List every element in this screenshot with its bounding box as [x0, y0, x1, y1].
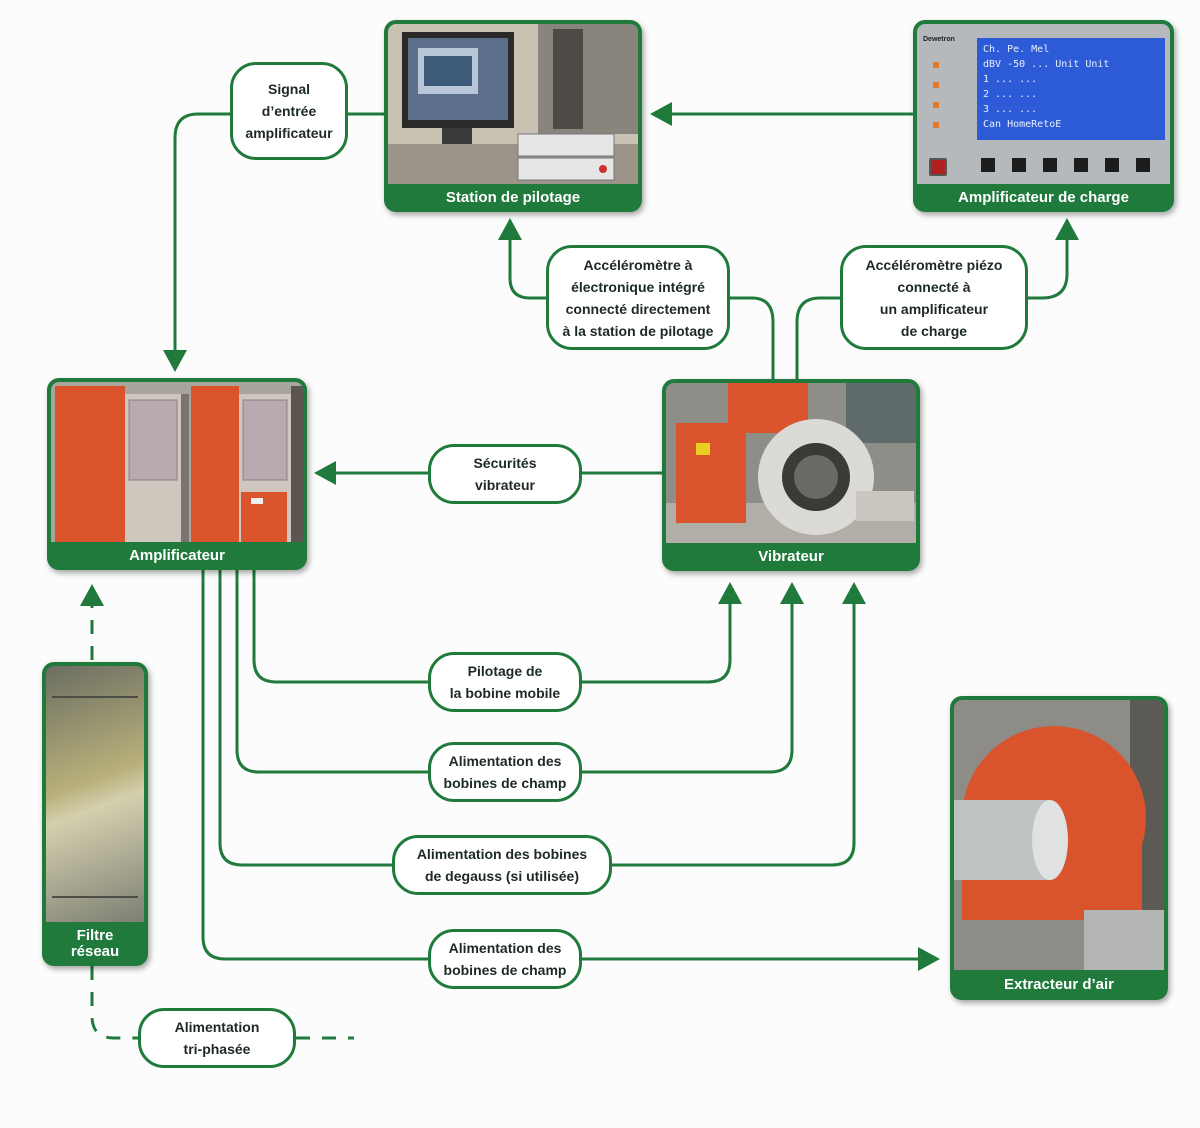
arrowhead-amplifier-right	[314, 461, 336, 485]
arrowhead-vibrator-2	[780, 582, 804, 604]
station-card: Station de pilotage	[384, 20, 642, 212]
label-degauss-coils: Alimentation des bobines de degauss (si …	[392, 835, 612, 895]
arrowhead-amplifier-bottom	[80, 584, 104, 606]
charge-amplifier-card: Dewetron Ch. Pe. Mel dBV -50 ... Unit Un…	[913, 20, 1174, 212]
wire-degauss	[218, 566, 856, 867]
wire-field-coils-1	[235, 566, 794, 774]
station-caption: Station de pilotage	[445, 189, 581, 206]
extractor-photo	[954, 700, 1164, 970]
charge-amplifier-power-button	[929, 158, 947, 176]
charge-amplifier-screen: Ch. Pe. Mel dBV -50 ... Unit Unit 1 ... …	[977, 38, 1165, 140]
vibrator-photo	[666, 383, 916, 543]
wire-field-coils-2	[201, 566, 920, 961]
vibrator-caption: Vibrateur	[758, 548, 824, 565]
wire-vibrator-to-charge-amp	[795, 236, 1069, 384]
label-signal-input: Signal d’entrée amplificateur	[230, 62, 348, 160]
filter-panel-seam	[52, 696, 138, 698]
filter-card: Filtre réseau	[42, 662, 148, 966]
charge-amplifier-photo: Dewetron Ch. Pe. Mel dBV -50 ... Unit Un…	[917, 24, 1170, 184]
filter-caption: Filtre réseau	[70, 927, 120, 960]
label-field-coils-2: Alimentation des bobines de champ	[428, 929, 582, 989]
charge-amplifier-keys	[981, 158, 1167, 172]
label-accelerometer-integrated: Accéléromètre à électronique intégré con…	[546, 245, 730, 350]
label-moving-coil: Pilotage de la bobine mobile	[428, 652, 582, 712]
vibrator-card: Vibrateur	[662, 379, 920, 571]
amplifier-card: Amplificateur	[47, 378, 307, 570]
arrowhead-vibrator-1	[718, 582, 742, 604]
wire-vibrator-to-station	[508, 236, 775, 384]
wire-moving-coil	[252, 566, 732, 684]
label-safeties: Sécurités vibrateur	[428, 444, 582, 504]
arrowhead-station-bottom	[498, 218, 522, 240]
label-accelerometer-piezo: Accéléromètre piézo connecté à un amplif…	[840, 245, 1028, 350]
amplifier-photo	[51, 382, 303, 542]
arrowhead-charge-amp-bottom	[1055, 218, 1079, 240]
filter-panel-seam	[52, 896, 138, 898]
amplifier-caption: Amplificateur	[129, 547, 225, 564]
wire-three-phase	[90, 966, 354, 1040]
wire-station-to-amplifier	[173, 112, 387, 352]
extractor-caption: Extracteur d’air	[1003, 976, 1115, 993]
charge-amplifier-leds	[933, 62, 939, 132]
arrowhead-vibrator-3	[842, 582, 866, 604]
charge-amplifier-logo: Dewetron	[923, 36, 955, 43]
charge-amplifier-caption: Amplificateur de charge	[958, 189, 1129, 206]
arrowhead-station-right	[650, 102, 672, 126]
label-field-coils-1: Alimentation des bobines de champ	[428, 742, 582, 802]
arrowhead-amplifier-top	[163, 350, 187, 372]
label-three-phase: Alimentation tri-phasée	[138, 1008, 296, 1068]
arrowhead-extractor	[918, 947, 940, 971]
filter-photo	[46, 666, 144, 922]
station-photo	[388, 24, 638, 184]
extractor-card: Extracteur d’air	[950, 696, 1168, 1000]
